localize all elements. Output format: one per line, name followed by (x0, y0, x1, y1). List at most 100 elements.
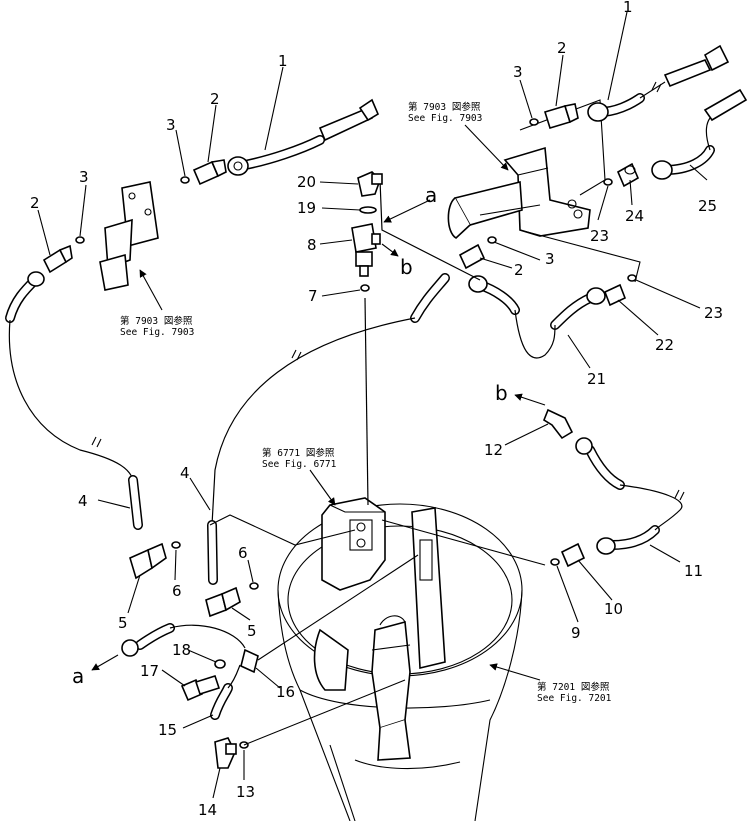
pilot-line-7 (364, 297, 369, 506)
fitting-22 (603, 283, 627, 307)
callout-7: 7 (308, 287, 318, 305)
line-16-bracket (257, 554, 419, 661)
connector-b-top: b (400, 255, 413, 279)
oring-23b (627, 274, 637, 282)
elbow-14 (214, 737, 237, 769)
ref-fig6771-jp: 第 6771 図参照 (262, 447, 335, 459)
fitting-24 (616, 162, 640, 188)
oring-3-left (75, 236, 85, 244)
hose-break-marks (91, 81, 685, 501)
hose-16 (121, 623, 259, 674)
hose-15 (210, 664, 241, 720)
hose-11 (575, 437, 683, 555)
bracket-plate (411, 507, 446, 670)
ref-fig7201-jp: 第 7201 図参照 (537, 681, 610, 693)
line-13-cylinder (243, 679, 406, 746)
fitting-2-top (192, 159, 227, 186)
hose-1-left (227, 98, 380, 176)
callout-4-center: 4 (180, 464, 190, 482)
oring-3-center (487, 236, 497, 244)
callout-2-top: 2 (210, 90, 220, 108)
ref-fig7903-top-en: See Fig. 7903 (408, 113, 482, 124)
callout-14: 14 (198, 801, 217, 819)
oring-23a (603, 178, 613, 186)
callout-15: 15 (158, 721, 177, 739)
oring-9 (550, 558, 560, 566)
pilot-line-20 (379, 179, 481, 281)
callout-21: 21 (587, 370, 606, 388)
elbow-5-left (129, 542, 167, 580)
valve-block (313, 497, 386, 691)
callout-3-center: 3 (545, 250, 555, 268)
ref-fig6771-en: See Fig. 6771 (262, 459, 337, 470)
callout-24: 24 (625, 207, 644, 225)
oring-3-topright (529, 118, 539, 126)
connector-a-bottom: a (72, 664, 84, 688)
callout-20: 20 (297, 173, 316, 191)
elbow-20 (357, 171, 383, 197)
bolt-17 (180, 675, 221, 702)
callout-6-left: 6 (172, 582, 182, 600)
ref-fig7903-left-jp: 第 7903 図参照 (120, 315, 193, 327)
callout-25: 25 (698, 197, 717, 215)
oring-6-center (249, 582, 259, 590)
hose-4-center (207, 273, 450, 585)
callout-2-center: 2 (514, 261, 524, 279)
line-valve-fitting10 (381, 519, 546, 566)
callout-10: 10 (604, 600, 623, 618)
block-8 (351, 223, 381, 277)
callout-13: 13 (236, 783, 255, 801)
oring-6-left (171, 541, 181, 549)
callout-12: 12 (484, 441, 503, 459)
callout-1-left: 1 (278, 52, 288, 70)
connector-a-top: a (425, 183, 437, 207)
callout-19: 19 (297, 199, 316, 217)
hose-21 (468, 275, 606, 359)
callout-4-left: 4 (78, 492, 88, 510)
oring-7 (360, 284, 370, 292)
cylinder-unit (371, 615, 411, 761)
washer-18 (214, 659, 226, 669)
callout-8: 8 (307, 236, 317, 254)
reference-arrows (91, 124, 546, 681)
callout-1-right: 1 (623, 0, 633, 16)
callout-16: 16 (276, 683, 295, 701)
hose-4-left (5, 271, 143, 530)
elbow-5-center (205, 586, 241, 618)
callout-17: 17 (140, 662, 159, 680)
elbow-12 (543, 408, 574, 440)
hose-1-right (587, 44, 730, 122)
callout-11: 11 (684, 562, 703, 580)
ref-fig7201-en: See Fig. 7201 (537, 693, 612, 704)
callout-2-topright: 2 (557, 39, 567, 57)
ref-fig7903-left-en: See Fig. 7903 (120, 327, 194, 338)
fitting-2-topright (543, 103, 579, 129)
oring-3-top (180, 176, 190, 184)
callout-5-center: 5 (247, 622, 257, 640)
hose-25 (651, 88, 748, 180)
callout-3-top: 3 (166, 116, 176, 134)
callout-numbers: 1 1 2 2 2 2 3 3 3 3 4 4 5 5 6 6 7 8 9 10… (30, 0, 723, 819)
callout-6-center: 6 (238, 544, 248, 562)
left-bracket (99, 181, 159, 291)
right-bracket (447, 146, 591, 239)
fitting-2-left (42, 244, 73, 274)
callout-18: 18 (172, 641, 191, 659)
callout-22: 22 (655, 336, 674, 354)
callout-5-left: 5 (118, 614, 128, 632)
ref-fig7903-top-jp: 第 7903 図参照 (408, 101, 481, 113)
oring-19 (359, 206, 377, 214)
callout-3-topright: 3 (513, 63, 523, 81)
fitting-2-center (458, 243, 486, 270)
leader-lines (37, 11, 708, 799)
callout-9: 9 (571, 624, 581, 642)
right-bracket-leader (519, 229, 641, 283)
line-hose4-valve (209, 514, 356, 546)
callout-23-lower: 23 (704, 304, 723, 322)
callout-2-left: 2 (30, 194, 40, 212)
callout-3-left: 3 (79, 168, 89, 186)
callout-23-upper: 23 (590, 227, 609, 245)
connector-b-right: b (495, 381, 508, 405)
